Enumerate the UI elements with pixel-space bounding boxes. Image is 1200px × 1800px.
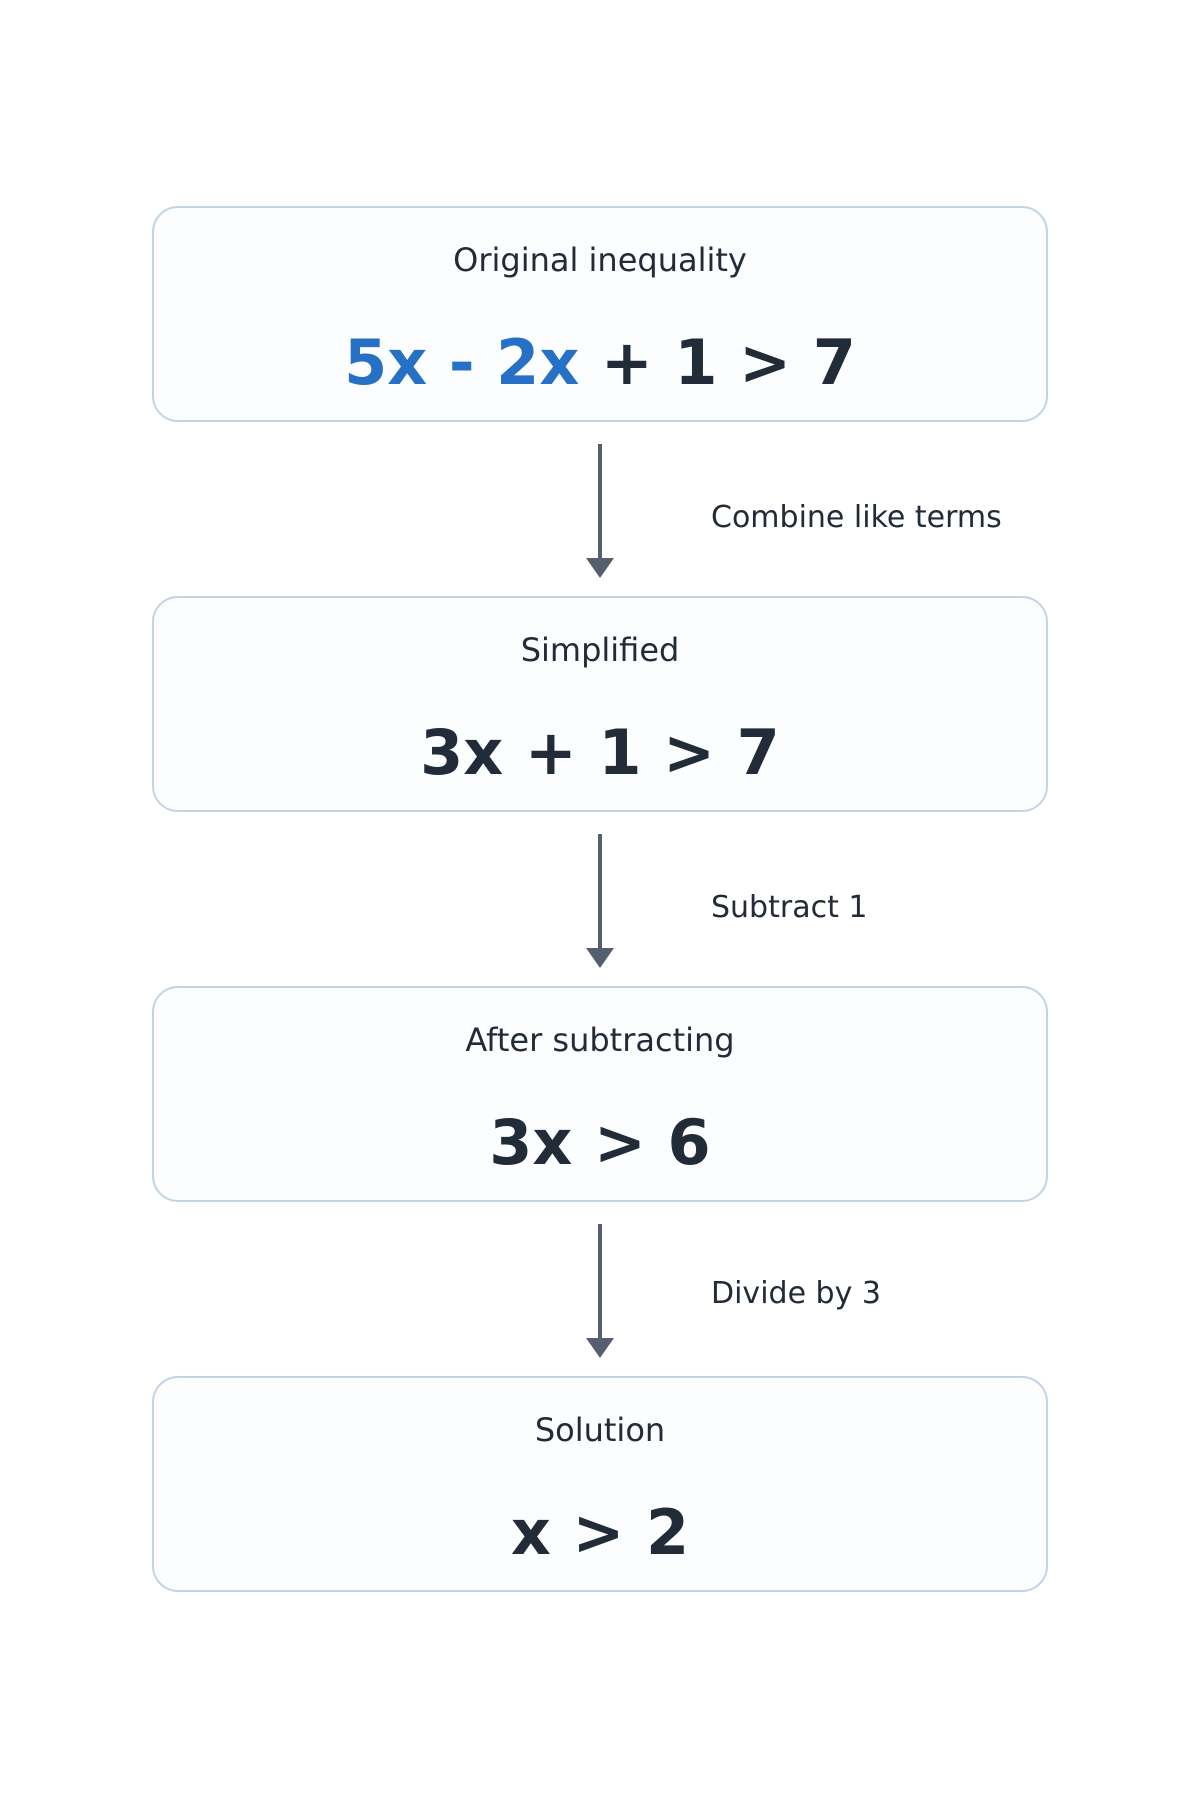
step-box-simplified: Simplified 3x + 1 > 7 (152, 596, 1048, 812)
step-expression: 3x + 1 > 7 (420, 716, 780, 789)
down-arrow-icon (586, 1224, 614, 1358)
transition-label: Subtract 1 (711, 890, 868, 925)
expression-highlight: 5x - 2x (344, 326, 580, 399)
step-box-original: Original inequality 5x - 2x + 1 > 7 (152, 206, 1048, 422)
step-title: After subtracting (465, 1021, 735, 1059)
step-expression: 3x > 6 (489, 1106, 711, 1179)
transition-label: Divide by 3 (711, 1276, 881, 1311)
step-title: Simplified (520, 631, 680, 669)
down-arrow-icon (586, 834, 614, 968)
expression-rest: + 1 > 7 (579, 326, 856, 399)
step-title: Original inequality (453, 241, 747, 279)
step-expression: 5x - 2x + 1 > 7 (154, 328, 1046, 398)
down-arrow-icon (586, 444, 614, 578)
step-title: Solution (534, 1411, 666, 1449)
step-box-solution: Solution x > 2 (152, 1376, 1048, 1592)
transition-label: Combine like terms (711, 500, 1002, 535)
step-box-after-subtracting: After subtracting 3x > 6 (152, 986, 1048, 1202)
step-expression: x > 2 (510, 1496, 690, 1569)
